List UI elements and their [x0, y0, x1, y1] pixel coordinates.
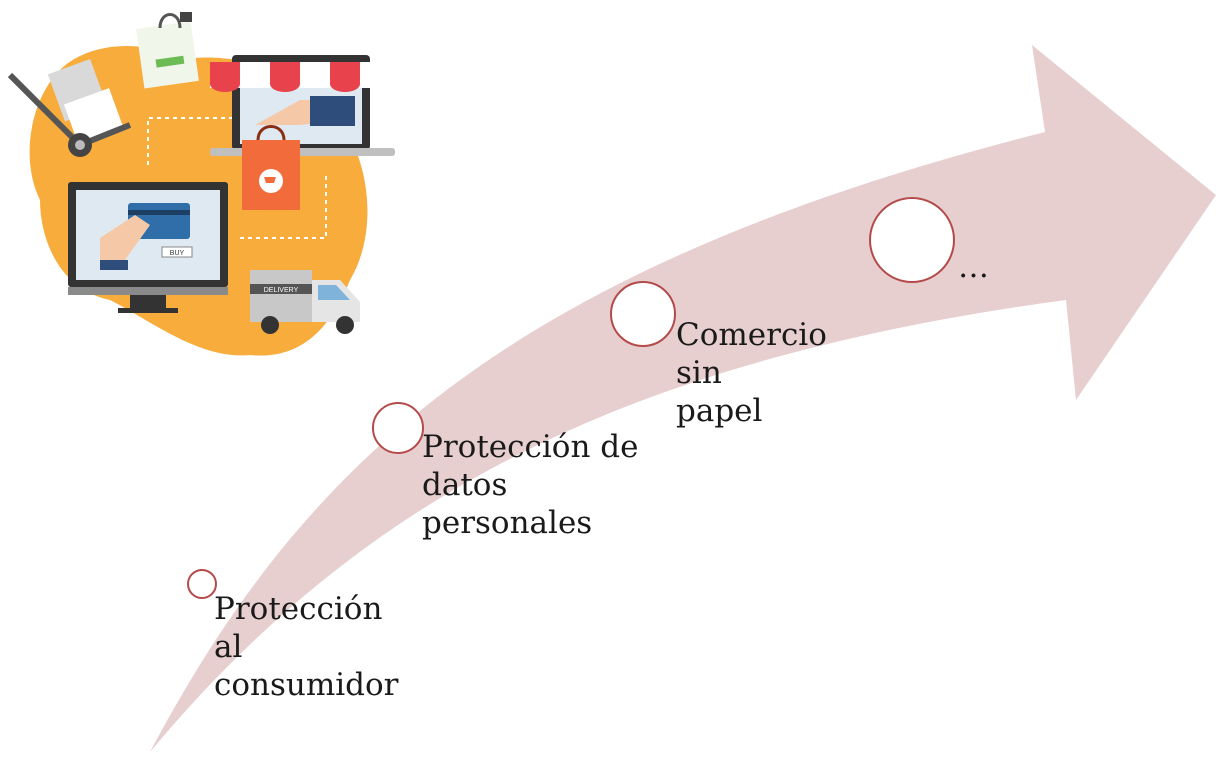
desktop-monitor-icon: BUY	[68, 182, 228, 313]
cart-bag-icon	[242, 125, 300, 210]
laptop-storefront-icon	[210, 55, 395, 156]
step-label-ellipsis: …	[958, 249, 989, 285]
buy-label: BUY	[170, 250, 185, 257]
step-node-1	[187, 569, 217, 599]
delivery-label: DELIVERY	[264, 287, 299, 294]
step-label-paperless-commerce: Comercio sin papel	[676, 317, 827, 429]
delivery-truck-icon: DELIVERY	[250, 270, 360, 334]
step-node-3	[610, 281, 676, 347]
step-node-4	[869, 197, 955, 283]
step-label-data-protection: Protección de datos personales	[422, 429, 639, 541]
step-node-2	[372, 402, 424, 454]
hand-truck-icon	[7, 58, 132, 157]
step-label-consumer-protection: Protección al consumidor	[214, 591, 399, 703]
ecommerce-illustration: BUY DELIVERY	[7, 12, 395, 356]
shopping-bag-icon	[136, 12, 199, 89]
